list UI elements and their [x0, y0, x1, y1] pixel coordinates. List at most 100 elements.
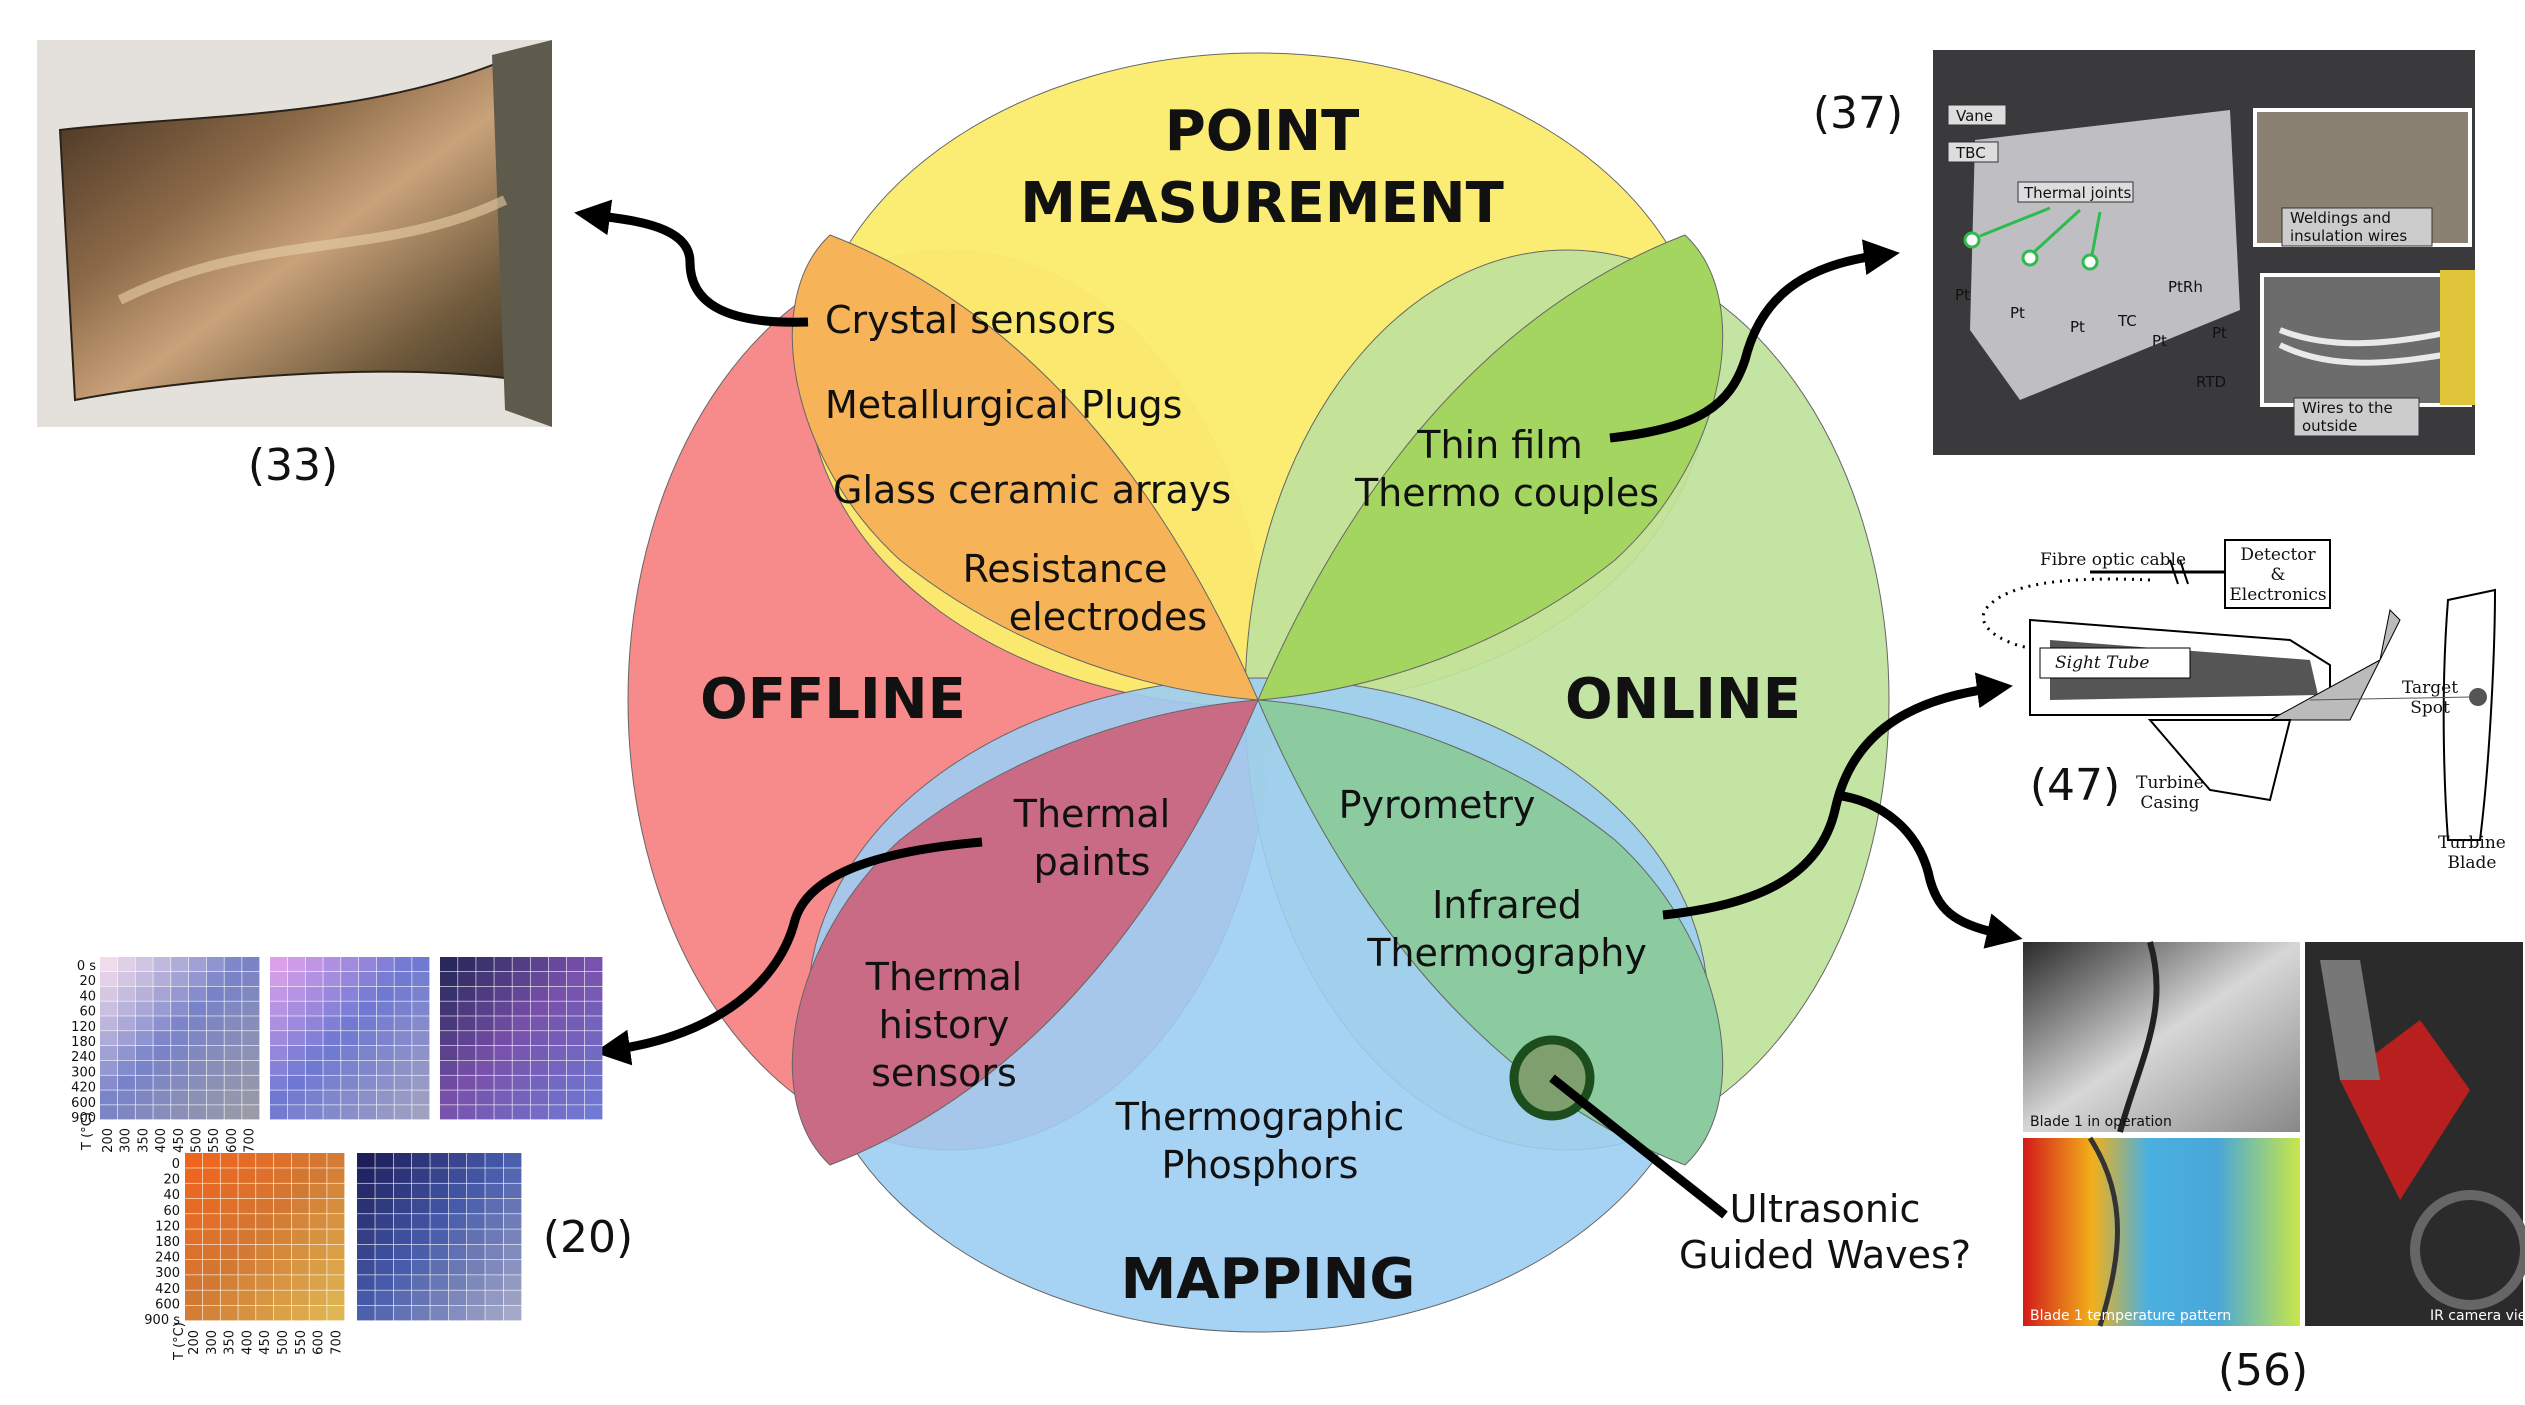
paint-swatch	[171, 1001, 189, 1016]
paint-swatch	[287, 1031, 305, 1046]
paint-swatch	[357, 1290, 375, 1306]
paint-swatch	[256, 1183, 274, 1199]
paint-swatch	[357, 1153, 375, 1168]
paint-swatch	[242, 1105, 260, 1120]
paint-swatch	[375, 1275, 394, 1290]
paint-swatch	[503, 1305, 522, 1321]
paint-swatch	[220, 1244, 238, 1260]
paint-swatch	[171, 957, 189, 972]
paint-swatch	[224, 1060, 242, 1075]
paint-swatch	[448, 1183, 467, 1199]
paint-swatch	[412, 1168, 430, 1183]
paint-swatch	[270, 1045, 288, 1061]
paint-swatch	[242, 1016, 260, 1031]
paint-swatch	[376, 986, 394, 1001]
paint-swatch	[153, 1016, 171, 1031]
paint-swatch	[309, 1275, 327, 1290]
paint-swatch	[185, 1290, 203, 1306]
paint-swatch	[117, 1016, 135, 1031]
tag-weldings: Weldings and	[2290, 209, 2391, 227]
paint-swatch	[242, 1090, 260, 1105]
paint-swatch	[117, 1060, 135, 1075]
paint-swatch	[171, 1031, 189, 1046]
paint-swatch	[153, 1060, 171, 1075]
paint-swatch	[323, 1075, 341, 1090]
paint-swatch	[202, 1305, 220, 1321]
paint-swatch	[309, 1153, 327, 1168]
paint-swatch	[430, 1168, 449, 1183]
paint-swatch	[220, 1290, 238, 1306]
paint-swatch	[548, 957, 567, 972]
paint-swatch	[220, 1183, 238, 1199]
paint-swatch	[412, 1183, 430, 1199]
ir-caption-camera: IR camera view	[2430, 1308, 2525, 1324]
paint-swatch	[375, 1168, 394, 1183]
paint-swatch	[376, 1075, 394, 1090]
paint-swatch	[202, 1153, 220, 1168]
paint-swatch	[202, 1259, 220, 1275]
paint-swatch	[153, 1105, 171, 1120]
paint-axis-tick: 450	[172, 1128, 187, 1153]
paint-axis-tick: 600	[71, 1096, 96, 1111]
paint-axis-tick: 600	[155, 1297, 180, 1312]
paint-swatch	[566, 1045, 585, 1061]
paint-swatch	[224, 1031, 242, 1046]
paint-swatch	[494, 1060, 512, 1075]
paint-swatch	[458, 1090, 476, 1105]
paint-swatch	[458, 1016, 476, 1031]
paint-swatch	[512, 1060, 530, 1075]
tag-pt-1: Pt	[1955, 286, 1970, 304]
paint-swatch	[548, 986, 567, 1001]
paint-swatch	[206, 1016, 224, 1031]
paint-swatch	[512, 1090, 530, 1105]
paint-swatch	[412, 1045, 430, 1061]
paint-swatch	[323, 1060, 341, 1075]
paint-swatch	[224, 1105, 242, 1120]
paint-axis-tick: 0 s	[77, 959, 96, 974]
paint-swatch	[309, 1244, 327, 1260]
paint-swatch	[117, 957, 135, 972]
paint-swatch	[242, 1045, 260, 1061]
paint-swatch	[548, 1016, 567, 1031]
paint-swatch	[220, 1275, 238, 1290]
paint-swatch	[309, 1198, 327, 1214]
paint-axis-tick: 600	[225, 1128, 240, 1153]
paint-swatch	[135, 971, 153, 987]
paint-swatch	[358, 986, 377, 1001]
paint-swatch	[358, 1045, 377, 1061]
paint-swatch	[273, 1153, 292, 1168]
paint-swatch	[458, 1060, 476, 1075]
paint-swatch	[376, 1105, 394, 1120]
paint-swatch	[412, 1090, 430, 1105]
paint-axis-tick: 420	[155, 1282, 180, 1297]
label-electrodes: electrodes	[1009, 595, 1207, 639]
paint-swatch	[430, 1229, 449, 1245]
paint-chart-panel	[357, 1153, 522, 1321]
paint-swatch	[440, 1075, 458, 1090]
paint-swatch	[375, 1244, 394, 1260]
paint-swatch	[448, 1244, 467, 1260]
paint-axis-tick: 40	[79, 989, 96, 1004]
paint-swatch	[584, 1031, 603, 1046]
paint-swatch	[224, 1001, 242, 1016]
thin-film-tags: Vane TBC Thermal joints Weldings and ins…	[1947, 104, 2433, 437]
paint-swatch	[566, 1060, 585, 1075]
paint-swatch	[135, 957, 153, 972]
paint-swatch	[358, 957, 377, 972]
paint-swatch	[153, 986, 171, 1001]
paint-swatch	[512, 1031, 530, 1046]
pyro-fibre-cable: Fibre optic cable	[2040, 550, 2186, 570]
paint-swatch	[117, 1075, 135, 1090]
paint-swatch	[357, 1198, 375, 1214]
paint-swatch	[323, 1016, 341, 1031]
paint-swatch	[376, 1016, 394, 1031]
paint-axis-tick: 500	[276, 1330, 291, 1355]
paint-swatch	[375, 1229, 394, 1245]
paint-swatch	[185, 1275, 203, 1290]
paint-swatch	[256, 1153, 274, 1168]
paint-swatch	[291, 1305, 309, 1321]
paint-swatch	[394, 1090, 412, 1105]
paint-swatch	[512, 971, 530, 987]
